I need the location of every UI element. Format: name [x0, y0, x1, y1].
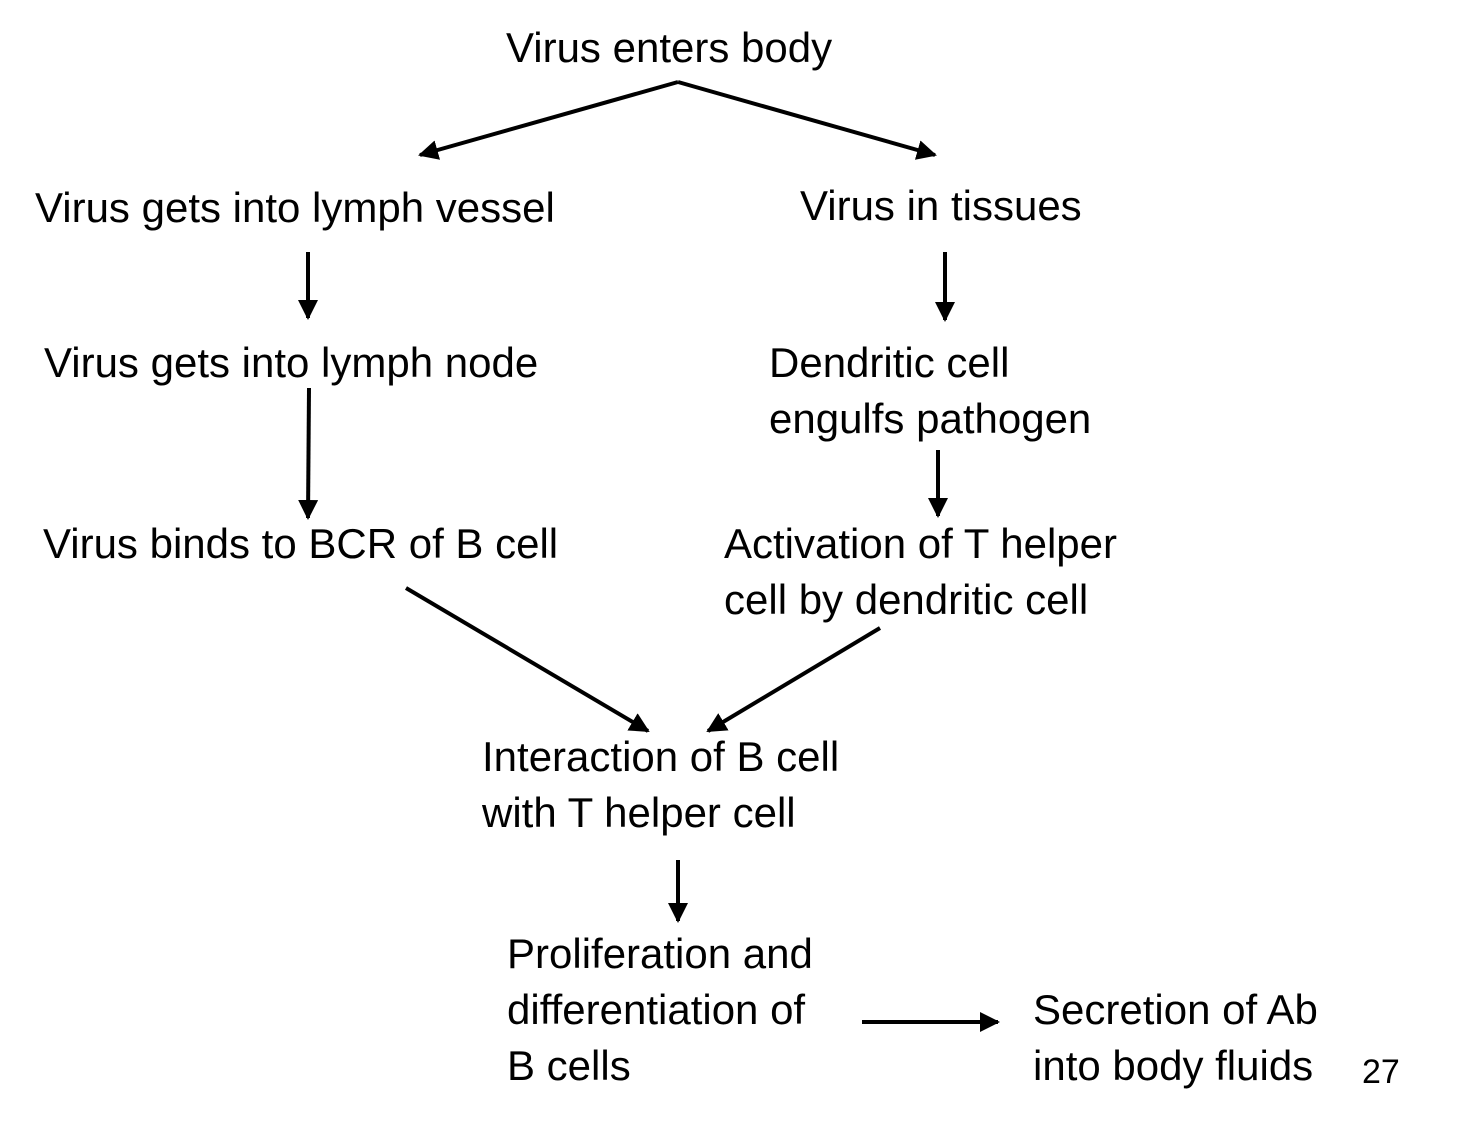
node-interaction: Interaction of B cell with T helper cell	[482, 733, 840, 836]
node-secretion: Secretion of Ab into body fluids	[1033, 986, 1318, 1089]
node-lymph-vessel: Virus gets into lymph vessel	[35, 184, 555, 231]
arrow-node-to-bcr	[298, 387, 319, 520]
node-th-activation: Activation of T helper cell by dendritic…	[724, 520, 1118, 623]
node-virus-in-tissues: Virus in tissues	[800, 182, 1082, 229]
node-binds-bcr: Virus binds to BCR of B cell	[43, 520, 559, 567]
arrow-th-to-interaction	[706, 626, 882, 733]
node-lymph-node: Virus gets into lymph node	[44, 339, 539, 386]
arrow-enters-to-lymph-vessel	[418, 80, 679, 160]
node-virus-enters-body: Virus enters body	[506, 24, 833, 71]
arrow-bcr-to-interaction	[404, 586, 650, 733]
arrow-enters-to-tissues	[677, 80, 937, 160]
page-number: 27	[1362, 1053, 1400, 1091]
node-dendritic-engulfs: Dendritic cell engulfs pathogen	[769, 339, 1092, 442]
node-proliferation: Proliferation and differentiation of B c…	[507, 930, 813, 1089]
